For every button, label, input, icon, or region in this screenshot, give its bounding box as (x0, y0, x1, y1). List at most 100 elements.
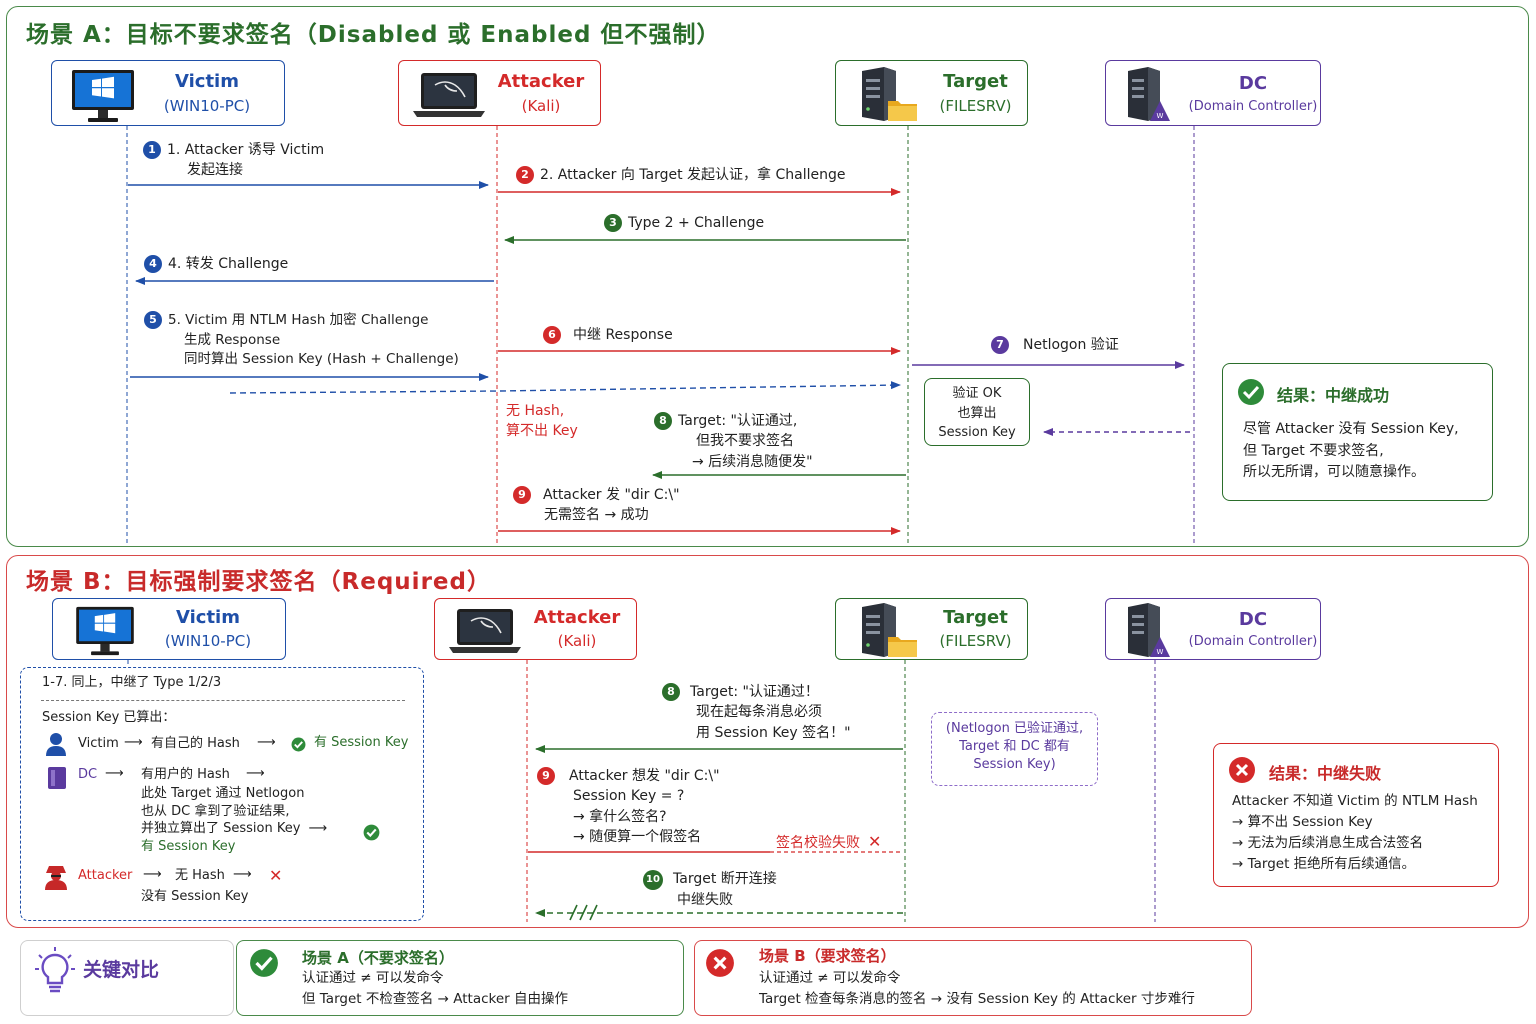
actor-name: DC (1238, 609, 1268, 630)
result-b-box: 结果：中继失败 Attacker 不知道 Victim 的 NTLM Hash→… (1213, 743, 1499, 887)
dc-server-icon: W (1128, 67, 1170, 121)
verify-line: 验证 OK (952, 386, 1002, 401)
signature-fail-label: 签名校验失败✕ (776, 832, 882, 851)
victim-result: 有 Session Key (314, 735, 409, 750)
actor-name: Victim (176, 607, 240, 628)
netlogon-line: Session Key) (973, 756, 1056, 772)
arrow-glyph: ⟶ (233, 867, 252, 882)
actor-sub: (FILESRV) (939, 97, 1012, 115)
comparison-title-box: 关键对比 (20, 940, 234, 1016)
actor-sub: (WIN10-PC) (163, 97, 251, 115)
kali-laptop-icon (413, 73, 485, 117)
verify-line: Session Key (938, 425, 1016, 440)
actor-dc-a: W DC (Domain Controller) (1105, 60, 1321, 126)
server-folder-icon (862, 67, 917, 121)
x-circle-icon (1229, 757, 1255, 783)
attacker-label: Attacker (78, 868, 133, 883)
attacker-result: 没有 Session Key (141, 889, 249, 904)
actor-dc-b: W DC (Domain Controller) (1105, 598, 1321, 660)
actor-sub: (Kali) (557, 632, 597, 650)
result-a-box: 结果：中继成功 尽管 Attacker 没有 Session Key,但 Tar… (1222, 363, 1493, 501)
actor-name: DC (1238, 73, 1268, 94)
actor-name: Attacker (497, 71, 585, 92)
actor-sub: (Domain Controller) (1188, 99, 1318, 114)
actor-name: Target (943, 71, 1008, 92)
user-icon (46, 733, 66, 756)
actor-name: Victim (175, 71, 239, 92)
check-circle-icon (291, 737, 306, 752)
verify-line: 也算出 (957, 405, 997, 421)
session-key-summary-box: 1-7. 同上，中继了 Type 1/2/3 Session Key 已算出： … (20, 667, 424, 921)
arrow-glyph: ⟶ (105, 766, 124, 781)
summary-divider (41, 700, 405, 701)
victim-label: Victim (78, 736, 119, 751)
svg-text:W: W (1157, 112, 1164, 120)
actor-name: Target (943, 607, 1008, 628)
actor-sub: (FILESRV) (939, 632, 1012, 650)
check-circle-icon (363, 824, 380, 841)
svg-text:W: W (1157, 648, 1164, 656)
comparison-b-title: 场景 B（要求签名） (759, 947, 896, 965)
dc-text: 有用户的 Hash (141, 767, 230, 782)
no-hash-note: 无 Hash,算不出 Key (506, 403, 578, 440)
summary-head: 1-7. 同上，中继了 Type 1/2/3 (42, 675, 222, 690)
check-circle-icon (1238, 379, 1264, 405)
actor-sub: (WIN10-PC) (164, 632, 252, 650)
actor-attacker-a: Attacker (Kali) (398, 60, 601, 126)
victim-text: 有自己的 Hash (151, 736, 240, 751)
arrow-glyph: ⟶ (124, 735, 143, 750)
server-folder-icon (862, 603, 917, 657)
scenario-b-panel (6, 555, 1529, 928)
scenario-b-title: 场景 B：目标强制要求签名（Required） (26, 569, 491, 595)
dc-book-icon (48, 767, 66, 789)
actor-sub: (Kali) (521, 97, 561, 115)
windows-monitor-icon (76, 606, 134, 656)
actor-victim-a: Victim (WIN10-PC) (51, 60, 285, 126)
kali-laptop-icon (449, 609, 521, 653)
comparison-a-text: 认证通过 ≠ 可以发命令但 Target 不检查签名 → Attacker 自由… (302, 970, 569, 1007)
comparison-a-title: 场景 A（不要求签名） (302, 949, 454, 967)
attacker-text: 无 Hash (175, 868, 225, 883)
windows-monitor-icon (72, 70, 134, 122)
result-text: Attacker 不知道 Victim 的 NTLM Hash→ 算不出 Ses… (1232, 793, 1478, 872)
scenario-a-title: 场景 A：目标不要求签名（Disabled 或 Enabled 但不强制） (26, 22, 721, 48)
netlogon-line: Target 和 DC 都有 (959, 738, 1070, 754)
x-circle-icon (706, 949, 734, 977)
hacker-icon (45, 866, 67, 890)
netlogon-line: (Netlogon 已验证通过, (945, 721, 1084, 736)
netlogon-note-box: (Netlogon 已验证通过, Target 和 DC 都有 Session … (931, 712, 1098, 786)
arrow-glyph: ⟶ (143, 867, 162, 882)
check-circle-icon (250, 949, 278, 977)
actor-victim-b: Victim (WIN10-PC) (52, 598, 286, 660)
actor-target-a: Target (FILESRV) (835, 60, 1028, 126)
actor-name: Attacker (533, 607, 621, 628)
actor-attacker-b: Attacker (Kali) (434, 598, 637, 660)
actor-target-b: Target (FILESRV) (835, 598, 1028, 660)
comparison-title: 关键对比 (83, 959, 160, 981)
scenario-a-panel (6, 6, 1529, 547)
lightbulb-icon (35, 947, 75, 993)
verify-ok-box: 验证 OK 也算出 Session Key (924, 378, 1030, 446)
attacker-x-mark: ✕ (269, 866, 283, 885)
result-title: 结果：中继成功 (1277, 386, 1390, 405)
dc-explain: 此处 Target 通过 Netlogon 也从 DC 拿到了验证结果, 并独立… (141, 786, 328, 854)
result-text: 尽管 Attacker 没有 Session Key,但 Target 不要求签… (1243, 421, 1459, 481)
result-title: 结果：中继失败 (1269, 764, 1382, 783)
arrow-glyph: ⟶ (257, 735, 276, 750)
summary-sk-title: Session Key 已算出： (42, 710, 176, 725)
